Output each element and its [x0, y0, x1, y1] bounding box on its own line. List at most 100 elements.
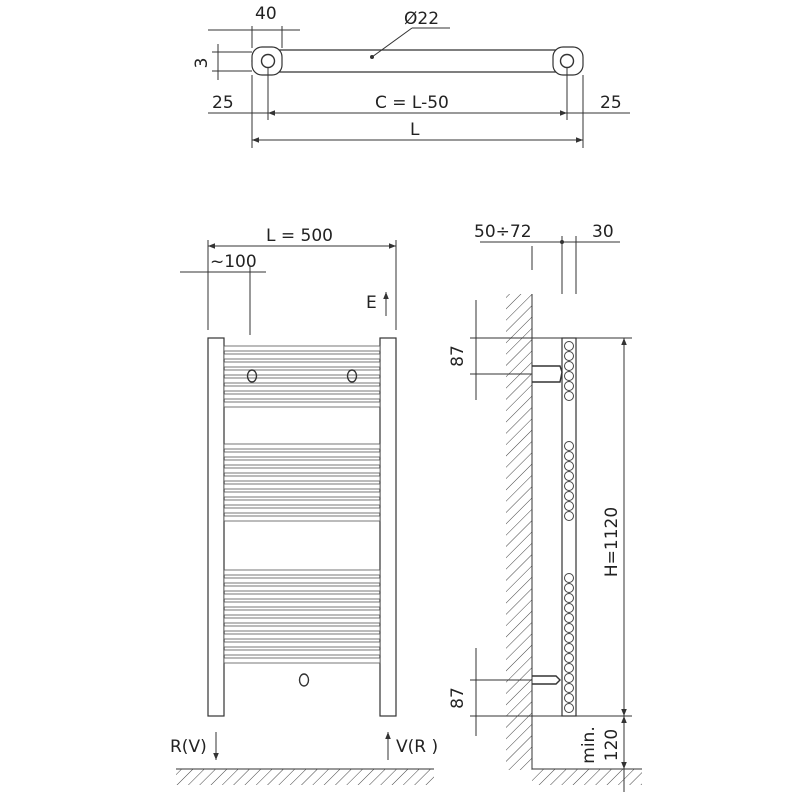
side-bar-section [564, 633, 574, 643]
towel-bar [223, 577, 381, 584]
return-right-label: V(R ) [396, 737, 438, 757]
towel-bar [223, 475, 381, 482]
dim-l500-label: L = 500 [266, 226, 333, 246]
towel-bar [223, 467, 381, 474]
dim-87-top-label: 87 [448, 345, 468, 367]
dim-min-120-label: 120 [602, 729, 622, 761]
dim-dot [560, 240, 564, 244]
dim-c-label: C = L-50 [375, 93, 449, 113]
towel-bar [223, 345, 381, 352]
dim-87-bottom-label: 87 [448, 687, 468, 709]
side-bar-section [564, 623, 574, 633]
side-bar-section [564, 471, 574, 481]
side-bar-section [564, 583, 574, 593]
side-bar-section [564, 613, 574, 623]
side-bar-section [564, 371, 574, 381]
towel-bar [223, 451, 381, 458]
towel-bar [223, 491, 381, 498]
top-rail [251, 49, 583, 73]
side-bar-section [564, 703, 574, 713]
left-collector [251, 46, 283, 76]
side-bar-section [564, 491, 574, 501]
towel-bar [223, 515, 381, 522]
side-bar-section [564, 341, 574, 351]
top-view: Ø22 40 3 25 C = L-50 25 L [192, 4, 630, 148]
dim-wall-gap-label: 50÷72 [474, 222, 532, 242]
towel-bar [223, 649, 381, 656]
towel-bar [223, 593, 381, 600]
wall-hatch [506, 294, 532, 770]
dim-l-label: L [410, 120, 420, 140]
towel-bar [223, 507, 381, 514]
side-bar-section [564, 351, 574, 361]
mount-point-left [246, 369, 258, 383]
towel-bar [223, 401, 381, 408]
dim-40-label: 40 [255, 4, 277, 24]
side-bar-section [564, 481, 574, 491]
front-view: L = 500 ~100 E R(V) V(R ) [170, 226, 438, 785]
towel-bar [223, 641, 381, 648]
towel-bar [223, 393, 381, 400]
right-pipe-circle [559, 53, 575, 69]
towel-bar [223, 353, 381, 360]
left-pipe-circle [260, 53, 276, 69]
towel-bar [223, 657, 381, 664]
dim-depth-label: 30 [592, 222, 614, 242]
side-bar-section [564, 381, 574, 391]
towel-bar [223, 483, 381, 490]
dim-100-label: ~100 [210, 252, 257, 272]
side-bar-section [564, 461, 574, 471]
towel-bar [223, 377, 381, 384]
towel-bars [223, 345, 381, 664]
side-bar-section [564, 501, 574, 511]
side-view: 50÷72 30 87 87 H=1120 min. 120 [448, 222, 642, 792]
left-collector-front [207, 337, 225, 717]
dim-25-left-label: 25 [212, 93, 234, 113]
mount-point-bottom [298, 673, 310, 687]
towel-bar [223, 443, 381, 450]
towel-bar [223, 625, 381, 632]
floor-hatch-side [532, 769, 642, 785]
bottom-valve [532, 675, 561, 685]
side-bar-section [564, 451, 574, 461]
side-bar-section [564, 391, 574, 401]
dim-3-label: 3 [192, 58, 212, 69]
towel-bar [223, 601, 381, 608]
dim-min-label: min. [579, 726, 599, 763]
e-label: E [366, 293, 377, 313]
floor-hatch [176, 769, 434, 785]
towel-bar [223, 361, 381, 368]
side-bar-section [564, 593, 574, 603]
side-bars [564, 341, 574, 713]
top-bracket [532, 365, 563, 383]
side-bar-section [564, 573, 574, 583]
side-bar-section [564, 653, 574, 663]
side-bar-section [564, 693, 574, 703]
right-collector [552, 46, 584, 76]
dim-25-right-label: 25 [600, 93, 622, 113]
side-bar-section [564, 441, 574, 451]
towel-bar [223, 369, 381, 376]
side-bar-section [564, 663, 574, 673]
return-left-label: R(V) [170, 737, 207, 757]
side-bar-section [564, 683, 574, 693]
towel-bar [223, 385, 381, 392]
towel-bar [223, 609, 381, 616]
diameter-label: Ø22 [404, 9, 439, 29]
side-bar-section [564, 643, 574, 653]
towel-bar [223, 459, 381, 466]
side-bar-section [564, 603, 574, 613]
towel-bar [223, 499, 381, 506]
right-collector-front [379, 337, 397, 717]
side-bar-section [564, 511, 574, 521]
towel-bar [223, 569, 381, 576]
mount-point-right [346, 369, 358, 383]
dim-h-label: H=1120 [602, 507, 622, 577]
side-bar-section [564, 361, 574, 371]
towel-bar [223, 633, 381, 640]
towel-bar [223, 617, 381, 624]
towel-bar [223, 585, 381, 592]
side-bar-section [564, 673, 574, 683]
